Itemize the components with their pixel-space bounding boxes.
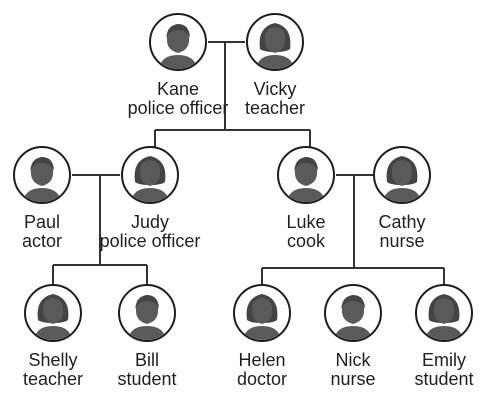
member-name: Emily bbox=[422, 350, 466, 370]
girl-silhouette-icon bbox=[24, 284, 82, 342]
member-name: Paul bbox=[23, 212, 61, 232]
girl-silhouette-icon bbox=[121, 146, 179, 204]
member-job: doctor bbox=[236, 369, 288, 389]
member-job: police officer bbox=[127, 98, 229, 118]
member-name: Bill bbox=[134, 350, 159, 370]
member-job: nurse bbox=[379, 231, 425, 251]
girl-silhouette-icon bbox=[415, 284, 473, 342]
boy-silhouette-icon bbox=[118, 284, 176, 342]
member-name: Luke bbox=[286, 212, 326, 232]
boy-silhouette-icon bbox=[149, 13, 207, 71]
girl-silhouette-icon bbox=[233, 284, 291, 342]
member-job: actor bbox=[21, 231, 63, 251]
boy-silhouette-icon bbox=[277, 146, 335, 204]
member-name: Nick bbox=[335, 350, 371, 370]
member-name: Helen bbox=[238, 350, 286, 370]
member-job: police officer bbox=[99, 231, 201, 251]
girl-silhouette-icon bbox=[373, 146, 431, 204]
member-job: teacher bbox=[244, 98, 306, 118]
member-name: Judy bbox=[130, 212, 170, 232]
member-name: Cathy bbox=[378, 212, 426, 232]
member-job: teacher bbox=[22, 369, 84, 389]
boy-silhouette-icon bbox=[324, 284, 382, 342]
member-name: Kane bbox=[156, 79, 200, 99]
boy-silhouette-icon bbox=[13, 146, 71, 204]
member-job: student bbox=[117, 369, 177, 389]
member-job: cook bbox=[286, 231, 326, 251]
member-name: Vicky bbox=[253, 79, 297, 99]
member-name: Shelly bbox=[28, 350, 78, 370]
member-job: student bbox=[414, 369, 474, 389]
girl-silhouette-icon bbox=[246, 13, 304, 71]
member-job: nurse bbox=[330, 369, 376, 389]
